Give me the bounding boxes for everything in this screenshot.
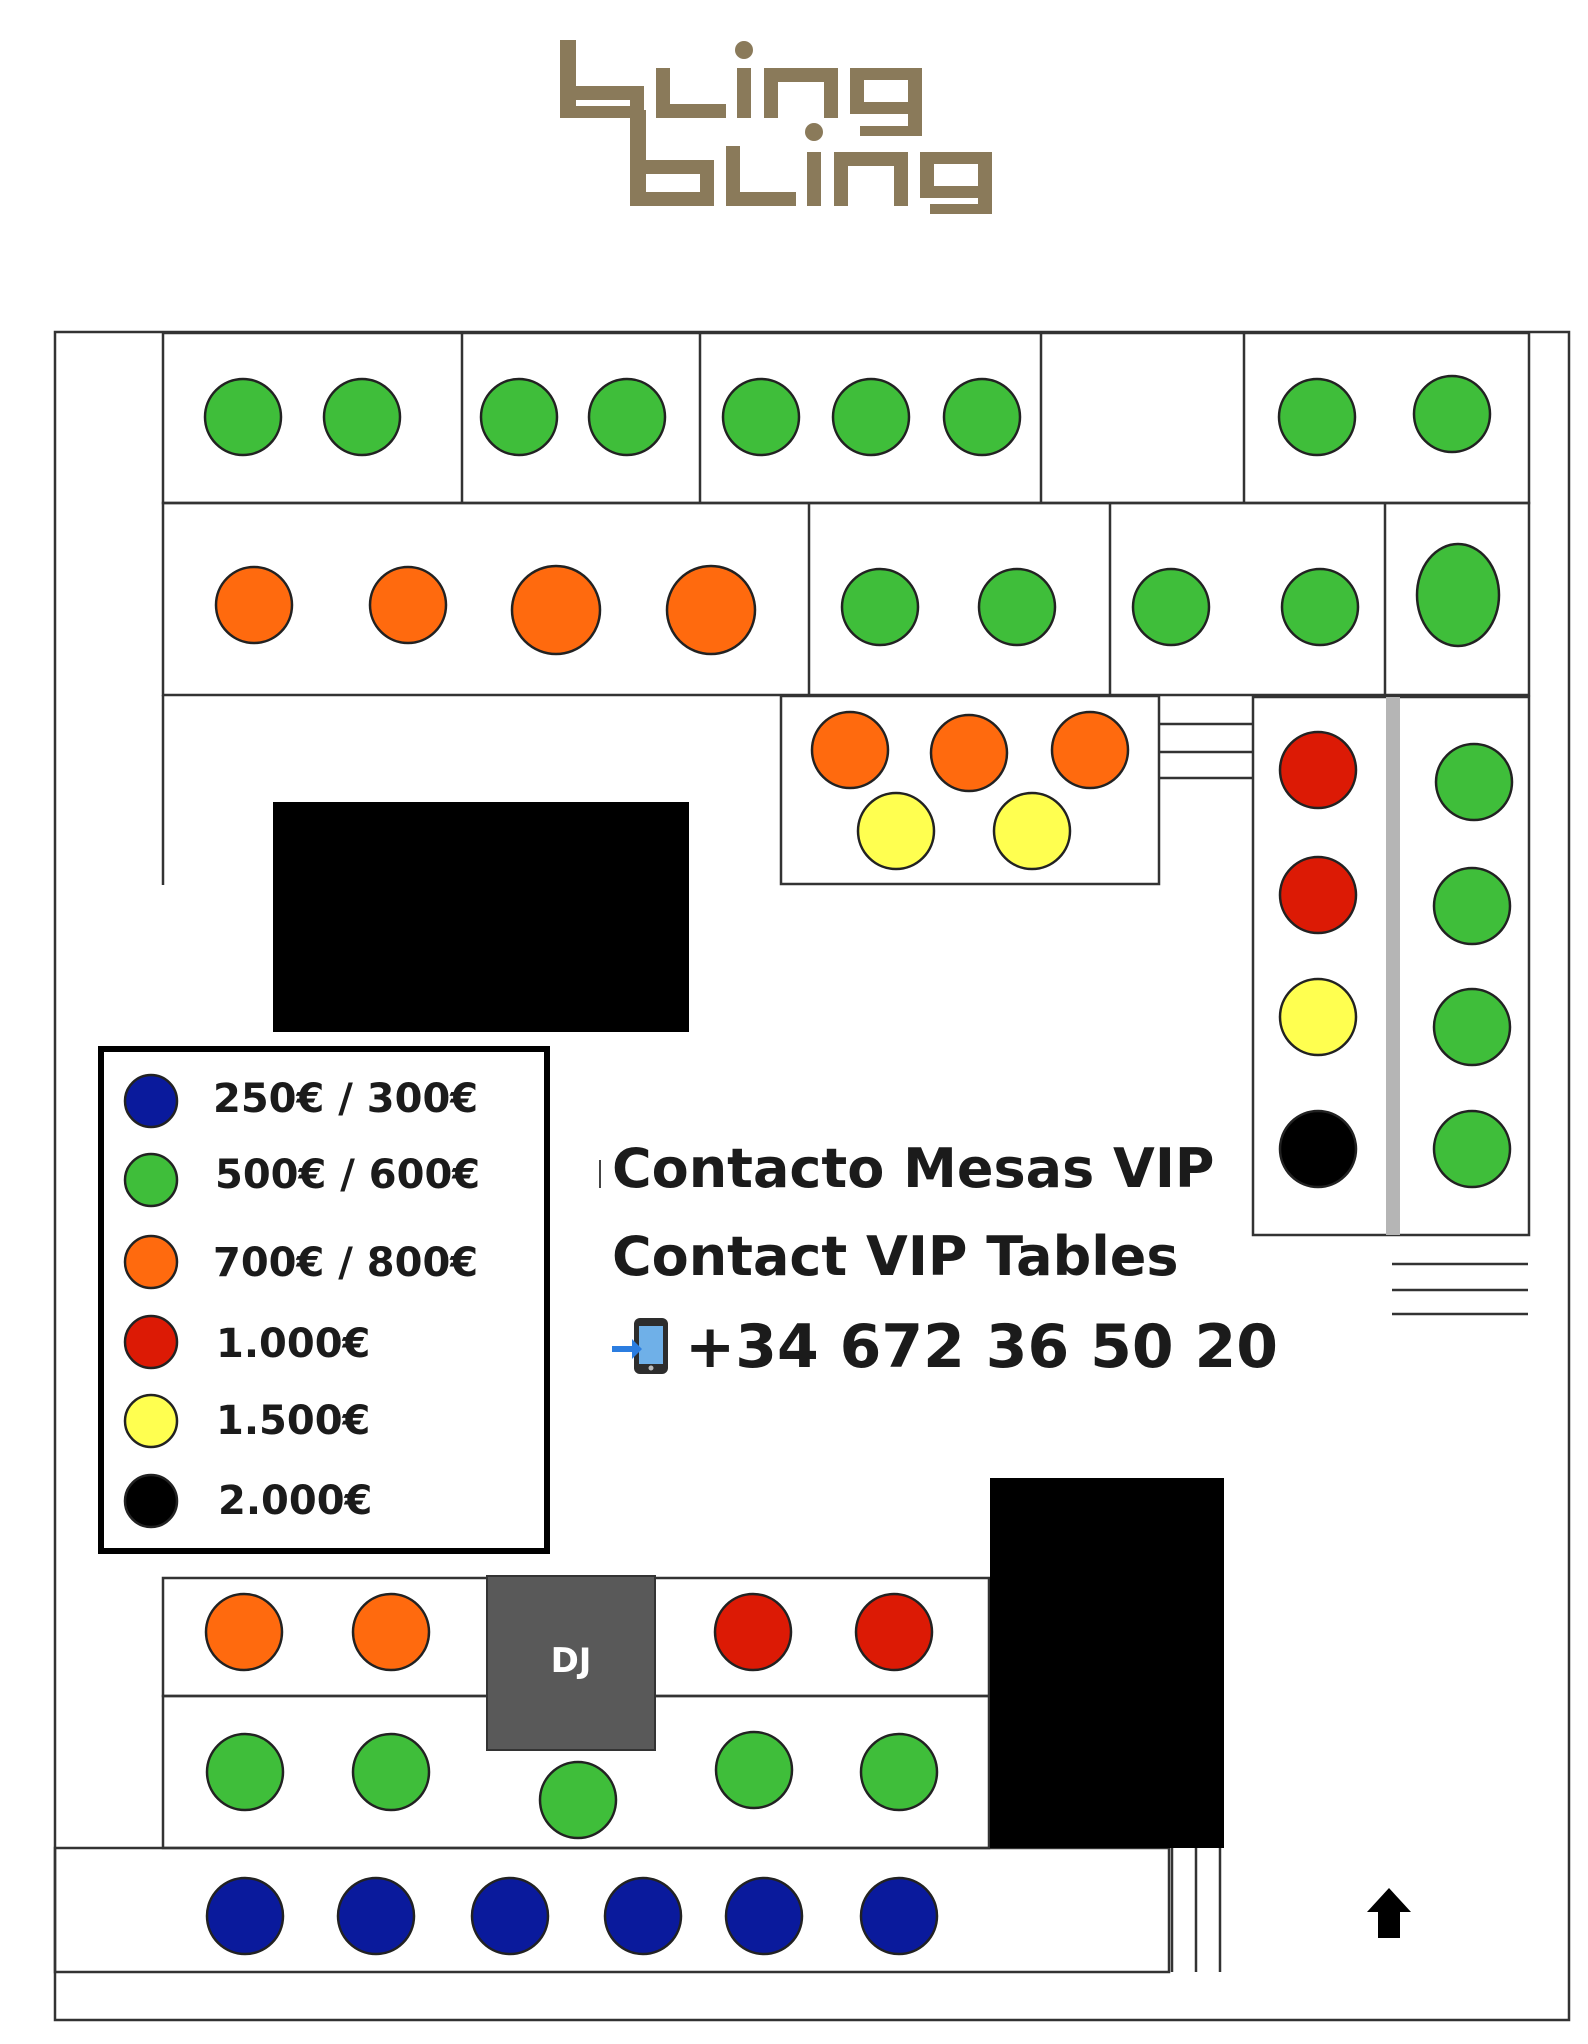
legend-swatch — [123, 1473, 179, 1529]
table-green — [831, 377, 911, 457]
legend-item: 1.000€ — [123, 1314, 370, 1370]
legend-label: 1.500€ — [216, 1398, 370, 1444]
table-red — [1278, 730, 1358, 810]
table-orange — [929, 713, 1009, 793]
contact-block: Contacto Mesas VIP Contact VIP Tables +3… — [599, 1137, 1278, 1382]
table-green — [714, 1730, 794, 1810]
table-black — [1278, 1109, 1358, 1189]
arrow-up-icon — [1367, 1888, 1411, 1938]
table-yellow — [856, 791, 936, 871]
table-red — [713, 1592, 793, 1672]
legend-swatch — [123, 1073, 179, 1129]
legend-label: 2.000€ — [218, 1478, 372, 1524]
table-blue — [336, 1876, 416, 1956]
table-blue — [724, 1876, 804, 1956]
table-green — [203, 377, 283, 457]
legend-label: 500€ / 600€ — [215, 1152, 480, 1198]
table-green — [977, 567, 1057, 647]
contact-phone: +34 672 36 50 20 — [685, 1312, 1278, 1382]
table-green — [1432, 1109, 1512, 1189]
legend-item: 500€ / 600€ — [123, 1152, 480, 1208]
table-blue — [859, 1876, 939, 1956]
dj-label: DJ — [551, 1641, 592, 1681]
legend-item: 1.500€ — [123, 1393, 370, 1449]
legend-label: 250€ / 300€ — [213, 1076, 478, 1122]
tables-layer — [203, 374, 1514, 1956]
table-red — [1278, 855, 1358, 935]
table-yellow — [1278, 977, 1358, 1057]
table-orange — [810, 710, 890, 790]
table-green — [1131, 567, 1211, 647]
table-yellow — [992, 791, 1072, 871]
table-orange — [368, 565, 448, 645]
right-block-divider — [1386, 697, 1400, 1235]
table-green — [840, 567, 920, 647]
legend: 250€ / 300€ 500€ / 600€ 700€ / 800€ 1.00… — [123, 1073, 480, 1529]
table-green — [479, 377, 559, 457]
table-green — [721, 377, 801, 457]
table-green — [1412, 374, 1492, 454]
table-orange — [1050, 710, 1130, 790]
zone-center-booth — [779, 694, 1161, 886]
zone-bottom-row-3 — [53, 1846, 1171, 1974]
legend-swatch — [123, 1234, 179, 1290]
table-orange — [351, 1592, 431, 1672]
contact-line-es: Contacto Mesas VIP — [612, 1137, 1215, 1200]
table-green — [1277, 377, 1357, 457]
table-orange — [204, 1592, 284, 1672]
table-green — [1434, 742, 1514, 822]
bar-counter-top — [273, 802, 689, 1032]
legend-swatch — [123, 1314, 179, 1370]
table-blue — [205, 1876, 285, 1956]
bar-counter-bottom — [990, 1478, 1224, 1848]
table-orange — [665, 564, 757, 656]
legend-item: 700€ / 800€ — [123, 1234, 478, 1290]
table-green — [538, 1760, 618, 1840]
legend-box — [98, 1046, 550, 1554]
table-red — [854, 1592, 934, 1672]
legend-swatch — [123, 1393, 179, 1449]
legend-item: 250€ / 300€ — [123, 1073, 478, 1129]
bling-bling-logo — [560, 40, 992, 214]
table-green — [322, 377, 402, 457]
table-green — [1432, 866, 1512, 946]
table-orange — [214, 565, 294, 645]
table-blue — [603, 1876, 683, 1956]
contact-line-en: Contact VIP Tables — [612, 1225, 1179, 1288]
legend-swatch — [123, 1152, 179, 1208]
mobile-phone-incoming-icon — [612, 1318, 668, 1374]
legend-label: 1.000€ — [216, 1321, 370, 1367]
table-green — [1432, 987, 1512, 1067]
table-green — [1280, 567, 1360, 647]
table-orange — [510, 564, 602, 656]
table-green — [587, 377, 667, 457]
legend-label: 700€ / 800€ — [213, 1240, 478, 1286]
dj-booth: DJ — [486, 1575, 656, 1751]
table-green — [1415, 542, 1501, 648]
table-green — [859, 1732, 939, 1812]
table-green — [351, 1732, 431, 1812]
table-green — [205, 1732, 285, 1812]
table-blue — [470, 1876, 550, 1956]
table-green — [942, 377, 1022, 457]
legend-item: 2.000€ — [123, 1473, 372, 1529]
